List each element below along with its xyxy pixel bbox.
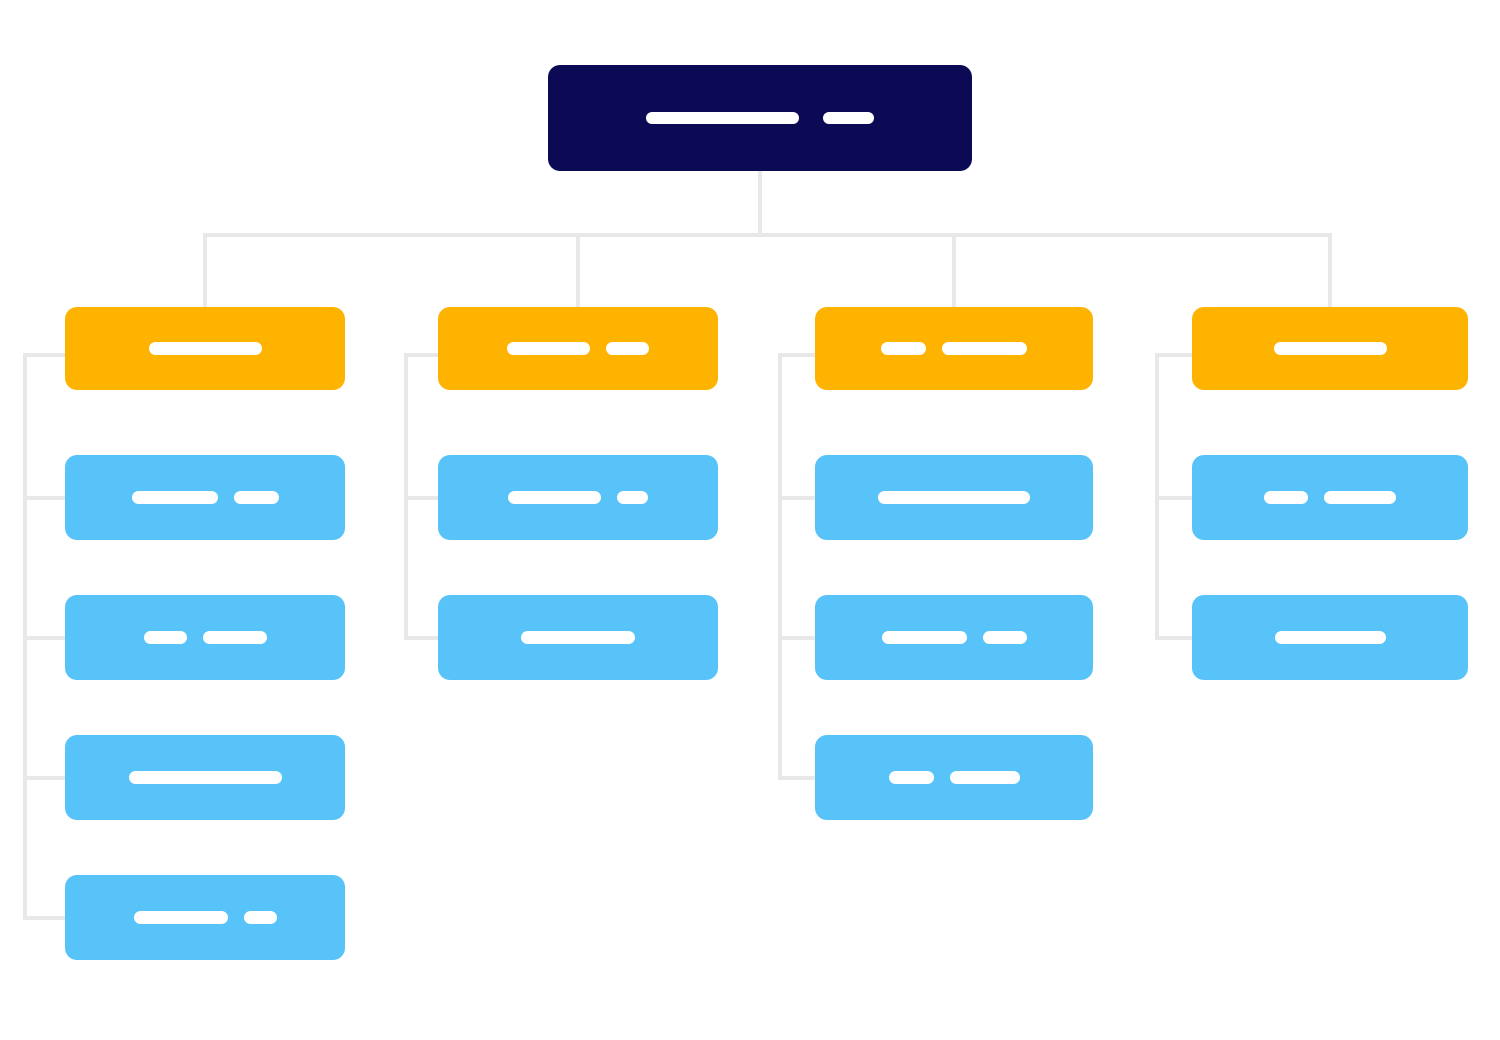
- leaf-3-2-stub-line: [778, 635, 815, 640]
- redacted-text-bars: [646, 112, 874, 124]
- branch-3-spine-line: [778, 353, 782, 780]
- root-node[interactable]: [548, 65, 972, 171]
- leaf-3-3-node[interactable]: [815, 735, 1093, 820]
- redacted-text-bar: [1264, 491, 1308, 504]
- redacted-text-bar: [507, 342, 590, 355]
- redacted-text-bars: [888, 771, 1020, 784]
- redacted-text-bar: [646, 112, 799, 124]
- leaf-3-1-stub-line: [778, 495, 815, 500]
- redacted-text-bar: [881, 631, 967, 644]
- leaf-3-1-node[interactable]: [815, 455, 1093, 540]
- leaf-1-1-node[interactable]: [65, 455, 345, 540]
- redacted-text-bar: [881, 342, 926, 355]
- redacted-text-bar: [148, 342, 262, 355]
- redacted-text-bar: [1273, 342, 1387, 355]
- leaf-1-4-node[interactable]: [65, 875, 345, 960]
- branch-2-drop-line: [576, 233, 580, 307]
- leaf-4-1-node[interactable]: [1192, 455, 1468, 540]
- leaf-3-2-node[interactable]: [815, 595, 1093, 680]
- redacted-text-bar: [202, 631, 267, 644]
- leaf-2-1-stub-line: [404, 495, 438, 500]
- redacted-text-bar: [233, 491, 279, 504]
- redacted-text-bar: [888, 771, 934, 784]
- redacted-text-bars: [521, 631, 635, 644]
- leaf-1-3-stub-line: [23, 775, 65, 780]
- root-connector-line: [758, 171, 762, 237]
- leaf-1-2-node[interactable]: [65, 595, 345, 680]
- leaf-1-4-stub-line: [23, 915, 65, 920]
- redacted-text-bar: [508, 491, 601, 504]
- branch-4-elbow-line: [1155, 353, 1192, 357]
- redacted-text-bars: [133, 911, 277, 924]
- leaf-2-2-node[interactable]: [438, 595, 718, 680]
- redacted-text-bar: [131, 491, 218, 504]
- redacted-text-bar: [606, 342, 649, 355]
- redacted-text-bar: [617, 491, 648, 504]
- redacted-text-bar: [521, 631, 635, 644]
- redacted-text-bar: [823, 112, 874, 124]
- branch-3-node[interactable]: [815, 307, 1093, 390]
- redacted-text-bar: [143, 631, 187, 644]
- redacted-text-bars: [1274, 631, 1386, 644]
- redacted-text-bars: [1264, 491, 1396, 504]
- branch-1-node[interactable]: [65, 307, 345, 390]
- redacted-text-bar: [982, 631, 1027, 644]
- branch-4-drop-line: [1328, 233, 1332, 307]
- redacted-text-bar: [878, 491, 1030, 504]
- leaf-3-3-stub-line: [778, 775, 815, 780]
- leaf-1-2-stub-line: [23, 635, 65, 640]
- redacted-text-bars: [881, 631, 1027, 644]
- leaf-4-1-stub-line: [1155, 495, 1192, 500]
- leaf-2-2-stub-line: [404, 635, 438, 640]
- leaf-4-2-node[interactable]: [1192, 595, 1468, 680]
- redacted-text-bars: [508, 491, 648, 504]
- leaf-1-1-stub-line: [23, 495, 65, 500]
- redacted-text-bar: [133, 911, 228, 924]
- redacted-text-bar: [1324, 491, 1396, 504]
- redacted-text-bars: [1273, 342, 1387, 355]
- branch-1-drop-line: [203, 233, 207, 307]
- branch-1-elbow-line: [23, 353, 65, 357]
- redacted-text-bar: [243, 911, 277, 924]
- branch-3-drop-line: [952, 233, 956, 307]
- branch-2-elbow-line: [404, 353, 438, 357]
- leaf-1-3-node[interactable]: [65, 735, 345, 820]
- branch-4-node[interactable]: [1192, 307, 1468, 390]
- redacted-text-bars: [128, 771, 282, 784]
- redacted-text-bars: [507, 342, 649, 355]
- branch-2-node[interactable]: [438, 307, 718, 390]
- leaf-4-2-stub-line: [1155, 635, 1192, 640]
- redacted-text-bars: [881, 342, 1027, 355]
- branch-3-elbow-line: [778, 353, 815, 357]
- redacted-text-bars: [878, 491, 1030, 504]
- redacted-text-bar: [128, 771, 282, 784]
- redacted-text-bars: [148, 342, 262, 355]
- redacted-text-bars: [131, 491, 279, 504]
- redacted-text-bar: [949, 771, 1020, 784]
- leaf-2-1-node[interactable]: [438, 455, 718, 540]
- redacted-text-bar: [942, 342, 1027, 355]
- redacted-text-bars: [143, 631, 267, 644]
- main-horizontal-connector-line: [203, 233, 1332, 237]
- redacted-text-bar: [1274, 631, 1386, 644]
